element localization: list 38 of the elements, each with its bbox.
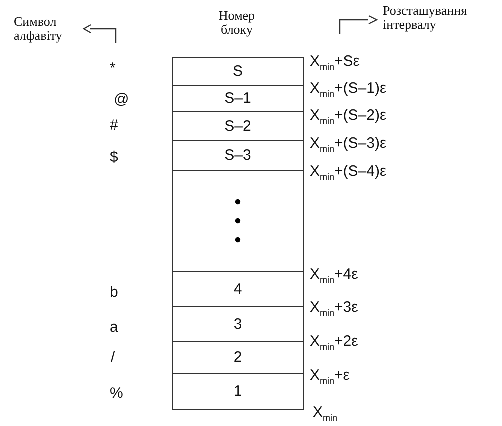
block-box xyxy=(172,306,304,342)
block-number: S–2 xyxy=(224,118,252,134)
block-number: S–1 xyxy=(224,90,252,107)
alphabet-symbol: # xyxy=(110,118,118,133)
block-number: 1 xyxy=(234,383,242,400)
alphabet-symbol: $ xyxy=(110,150,118,165)
column-heading: Розсташування інтервалу xyxy=(383,4,468,33)
block-number: S xyxy=(232,63,243,80)
block-box xyxy=(172,111,304,141)
block-number: S–3 xyxy=(224,147,252,164)
alphabet-symbol: * xyxy=(110,61,116,76)
interval-bound-label: X$_{min}$+(S–4)ε xyxy=(310,164,387,182)
block-number: 2 xyxy=(234,349,242,366)
block-number: 4 xyxy=(234,280,242,298)
block-box xyxy=(172,57,304,86)
alphabet-symbol: % xyxy=(110,386,124,401)
block-box xyxy=(172,85,304,112)
alphabet-symbol: b xyxy=(110,285,118,300)
interval-bound-label: X$_{min}$+2ε xyxy=(310,334,358,352)
column-heading: Номер блоку xyxy=(218,9,256,38)
block-number: 3 xyxy=(234,316,242,332)
column-heading: Символ алфавіту xyxy=(14,15,64,44)
interval-bound-label: X$_{min}$ xyxy=(313,405,338,423)
alphabet-symbol: / xyxy=(111,350,116,365)
interval-bound-label: X$_{min}$+4ε xyxy=(310,267,358,285)
interval-bound-label: X$_{min}$+3ε xyxy=(310,300,358,318)
interval-bound-label: X$_{min}$+Sε xyxy=(310,54,360,72)
block-box xyxy=(172,271,304,307)
interval-bound-label: X$_{min}$+(S–1)ε xyxy=(310,81,387,99)
alphabet-symbol: @ xyxy=(114,92,130,107)
interval-bound-label: X$_{min}$+ε xyxy=(310,368,350,386)
empty-block-box xyxy=(172,170,304,272)
block-box xyxy=(172,341,304,374)
alphabet-symbol: a xyxy=(110,320,118,335)
interval-bound-label: X$_{min}$+(S–2)ε xyxy=(310,108,387,126)
block-box xyxy=(172,140,304,171)
block-box xyxy=(172,373,304,410)
interval-bound-label: X$_{min}$+(S–3)ε xyxy=(310,136,387,154)
